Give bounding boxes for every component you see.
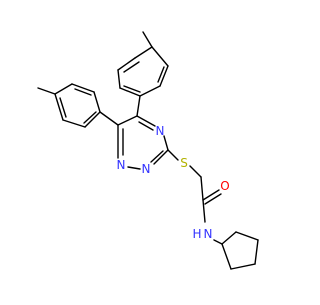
- atom-label-nitrogen: N: [142, 162, 151, 176]
- bond: [117, 57, 136, 71]
- bond: [71, 83, 95, 93]
- bond: [54, 93, 64, 121]
- bond: [62, 119, 86, 128]
- bond: [138, 121, 154, 131]
- bond: [123, 85, 141, 93]
- bond: [136, 115, 156, 127]
- atom-label-sulfur: S: [180, 156, 188, 170]
- bond: [83, 111, 97, 124]
- bond: [189, 165, 202, 178]
- atom-label-nitrogen: N: [204, 227, 213, 241]
- structure-canvas: N N N S O N H: [37, 31, 259, 270]
- bond: [213, 239, 223, 245]
- bond: [119, 87, 141, 97]
- bond: [230, 263, 256, 270]
- bond: [153, 149, 169, 165]
- bond: [151, 46, 169, 67]
- bond: [136, 95, 141, 117]
- bond: [202, 189, 220, 201]
- bond: [167, 149, 179, 161]
- bond: [117, 115, 138, 126]
- bond: [157, 66, 165, 83]
- bond: [74, 88, 92, 96]
- bond: [202, 199, 206, 223]
- bond: [221, 243, 232, 270]
- bond: [159, 65, 169, 87]
- bond: [127, 166, 141, 170]
- bond: [150, 150, 164, 163]
- bond: [204, 193, 222, 205]
- bond: [235, 231, 259, 241]
- atom-label-oxygen: O: [220, 179, 229, 193]
- bond: [221, 231, 237, 245]
- bonds: [37, 31, 259, 270]
- bond: [134, 46, 153, 59]
- bond: [59, 97, 67, 118]
- bond: [54, 83, 73, 95]
- atom-label-nitrogen: N: [156, 124, 165, 138]
- bond: [139, 85, 161, 97]
- atom-label-hydrogen: H: [192, 227, 201, 241]
- atom-labels: N N N S O N H: [117, 124, 230, 241]
- bond: [93, 91, 101, 113]
- bond: [142, 31, 153, 48]
- bond: [84, 111, 101, 128]
- bond: [99, 111, 119, 126]
- bond: [200, 176, 204, 201]
- molecule-structure: N N N S O N H: [37, 31, 259, 270]
- atom-label-nitrogen: N: [117, 158, 126, 172]
- bond: [254, 239, 259, 265]
- bond: [163, 135, 169, 151]
- bond: [117, 69, 121, 89]
- bond: [123, 61, 140, 73]
- bond: [37, 87, 56, 95]
